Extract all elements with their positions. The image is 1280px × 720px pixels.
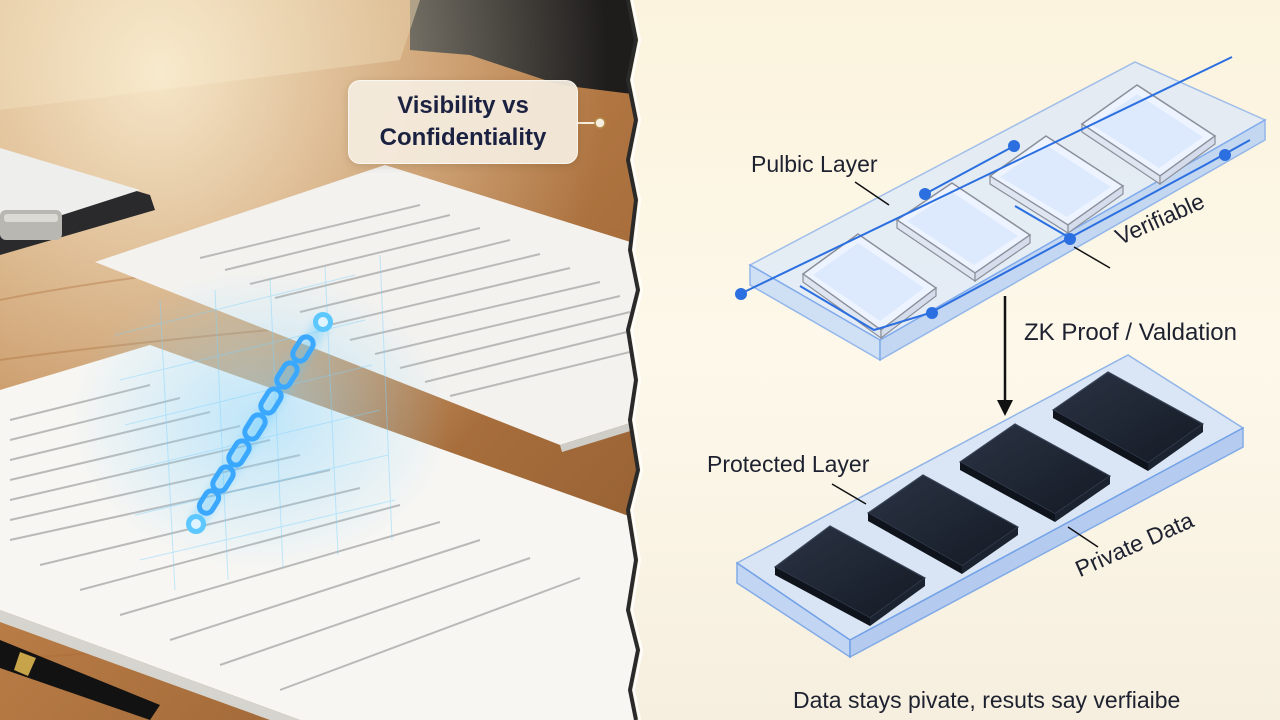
title-callout: Visibility vs Confidentiality <box>348 80 578 164</box>
caption: Data stays pivate, resuts say verfiaibe <box>793 689 1180 712</box>
page-title: Visibility vs Confidentiality <box>353 90 573 154</box>
diagram-panel <box>628 0 1280 720</box>
zk-proof-label: ZK Proof / Valdation <box>1024 321 1237 345</box>
protected-layer-label: Protected Layer <box>707 453 869 476</box>
public-layer-label: Pulbic Layer <box>751 153 878 176</box>
